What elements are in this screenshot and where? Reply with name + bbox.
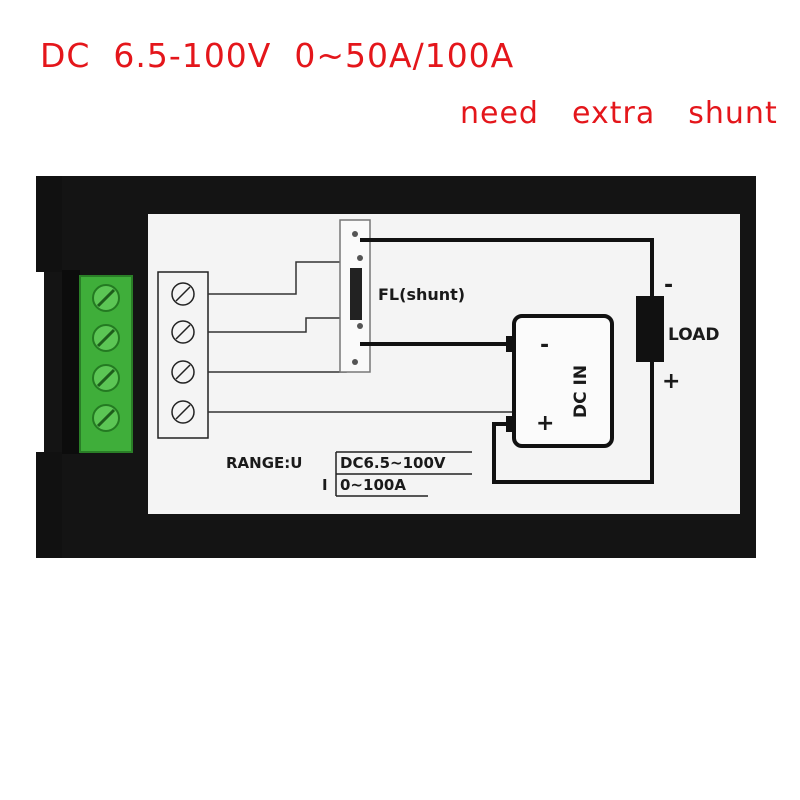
range-voltage: DC6.5~100V xyxy=(340,454,446,472)
load-label: LOAD xyxy=(668,325,720,345)
dc-in-source xyxy=(506,314,614,448)
spec-caption: DC 6.5-100V 0~50A/100A xyxy=(40,36,515,75)
terminal-strip-drawing xyxy=(157,271,209,439)
load-plus-sign: + xyxy=(662,369,680,394)
wiring-label-panel xyxy=(148,214,740,514)
screw-terminal-4[interactable] xyxy=(92,404,120,432)
dc-in-label: DC IN xyxy=(571,365,591,418)
dc-in-minus-sign: - xyxy=(540,333,549,358)
power-wires xyxy=(360,238,654,484)
screw-terminal-1[interactable] xyxy=(92,284,120,312)
load-component xyxy=(636,296,664,362)
screw-terminal-2[interactable] xyxy=(92,324,120,352)
shunt-note-caption: need extra shunt xyxy=(460,96,778,131)
range-current-prefix: I xyxy=(322,476,328,494)
screw-terminal-3[interactable] xyxy=(92,364,120,392)
range-current: 0~100A xyxy=(340,476,406,494)
green-terminal-block xyxy=(79,275,133,453)
range-spec: RANGE:U DC6.5~100V I 0~100A xyxy=(226,451,472,497)
shunt-label: FL(shunt) xyxy=(378,285,465,304)
range-prefix: RANGE:U xyxy=(226,454,302,472)
shunt-drawing xyxy=(339,219,371,373)
load-minus-sign: - xyxy=(664,273,673,298)
dc-in-plus-sign: + xyxy=(536,411,554,436)
